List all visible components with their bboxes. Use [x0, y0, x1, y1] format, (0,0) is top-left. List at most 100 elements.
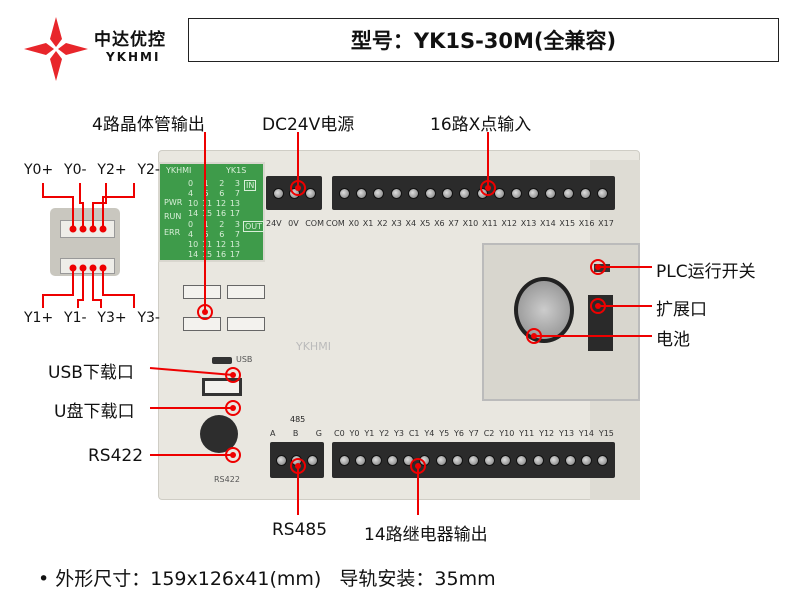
terminal-label: Y5 [439, 429, 450, 438]
led-number: 6 [219, 230, 225, 239]
terminal-screw-icon [276, 454, 288, 466]
callout-transistor-output: 4路晶体管输出 [92, 115, 205, 135]
led-number: 10 [188, 240, 199, 249]
panel-model: YK1S [226, 166, 247, 175]
terminal-label: C2 [483, 429, 495, 438]
led-number: 3 [234, 220, 240, 229]
led-number: 16 [215, 250, 227, 259]
marker-expansion [590, 298, 606, 314]
terminal-label: X10 [462, 219, 479, 228]
pin-label: Y2+ [97, 162, 127, 178]
marker-run-switch [590, 259, 606, 275]
led-number: 10 [188, 199, 199, 208]
pin-label: Y0- [64, 162, 87, 178]
terminal-label: X11 [481, 219, 498, 228]
led-number: 16 [215, 209, 227, 218]
pin-label: Y0+ [24, 162, 54, 178]
terminal-screw-icon [459, 187, 471, 199]
terminal-screw-icon [548, 454, 560, 466]
led-number: 6 [219, 189, 225, 198]
terminal-label: 24V [266, 219, 282, 228]
led-number: 4 [188, 189, 194, 198]
terminal-label: Y12 [539, 429, 555, 438]
callout-inputs: 16路X点输入 [430, 115, 532, 135]
marker-rs422 [225, 447, 241, 463]
led-number: 17 [229, 209, 240, 218]
terminal-label: X16 [578, 219, 595, 228]
terminal-screw-icon [272, 187, 284, 199]
terminal-screw-icon [339, 187, 351, 199]
terminal-label: Y4 [424, 429, 435, 438]
callout-run-switch: PLC运行开关 [656, 262, 756, 282]
led-number: 12 [215, 240, 227, 249]
terminal-label: C0 [334, 429, 345, 438]
terminal-screw-icon [581, 454, 593, 466]
terminal-screw-icon [387, 454, 399, 466]
led-number: 15 [201, 250, 213, 259]
terminal-label: A [270, 429, 276, 438]
terminal-screw-icon [516, 454, 528, 466]
terminal-label: X3 [391, 219, 402, 228]
terminal-label: X2 [377, 219, 388, 228]
terminal-screw-icon [545, 187, 557, 199]
marker-power [290, 180, 306, 196]
model-title: 型号：YK1S-30M(全兼容) [188, 18, 779, 62]
led-err: ERR [164, 228, 181, 237]
terminal-screw-icon [338, 454, 350, 466]
led-pwr: PWR [164, 198, 183, 207]
terminal-label: X14 [540, 219, 556, 228]
rs422-port[interactable] [200, 415, 238, 453]
terminal-label: Y7 [468, 429, 479, 438]
led-number: 15 [201, 209, 213, 218]
terminal-label: Y14 [578, 429, 594, 438]
terminal-screw-icon [484, 454, 496, 466]
input-terminal-block [332, 176, 615, 210]
led-number: 4 [188, 230, 194, 239]
terminal-screw-icon [451, 454, 463, 466]
terminal-screw-icon [532, 454, 544, 466]
marker-battery [526, 328, 542, 344]
terminal-label: COM [326, 219, 345, 228]
led-number: 2 [219, 179, 225, 188]
led-number: 5 [203, 189, 209, 198]
terminal-label: X12 [501, 219, 517, 228]
terminal-screw-icon [562, 187, 574, 199]
terminal-screw-icon [596, 187, 608, 199]
led-number: 1 [203, 220, 209, 229]
terminal-label: C1 [408, 429, 420, 438]
spec-footer: • 外形尺寸：159x126x41(mm) 导轨安装：35mm [38, 568, 496, 590]
callout-usb: USB下载口 [48, 363, 134, 383]
panel-in-label: IN [244, 180, 257, 191]
terminal-label: COM [305, 219, 324, 228]
led-number: 13 [229, 240, 240, 249]
terminal-label: B [292, 429, 299, 438]
usb-port[interactable] [212, 357, 232, 364]
callout-rs422: RS422 [88, 446, 144, 466]
led-number: 5 [203, 230, 209, 239]
terminal-screw-icon [425, 187, 437, 199]
terminal-label: Y11 [519, 429, 535, 438]
marker-usb [225, 367, 241, 383]
terminal-screw-icon [528, 187, 540, 199]
terminal-screw-icon [370, 454, 382, 466]
output-pins-bottom: Y1+Y1-Y3+Y3- [24, 310, 160, 326]
rs485-port-label: 485 [290, 415, 306, 424]
terminal-label: X1 [362, 219, 374, 228]
terminal-screw-icon [597, 454, 609, 466]
rs422-port-label: RS422 [214, 475, 240, 484]
led-number: 3 [234, 179, 240, 188]
brand-name-en: YKHMI [106, 50, 161, 64]
led-number: 7 [234, 189, 240, 198]
pin-label: Y1+ [24, 310, 54, 326]
terminal-label: G [315, 429, 322, 438]
terminal-label: Y3 [394, 429, 404, 438]
led-number: 1 [203, 179, 209, 188]
terminal-screw-icon [500, 454, 512, 466]
usb-port-label: USB [236, 355, 253, 364]
